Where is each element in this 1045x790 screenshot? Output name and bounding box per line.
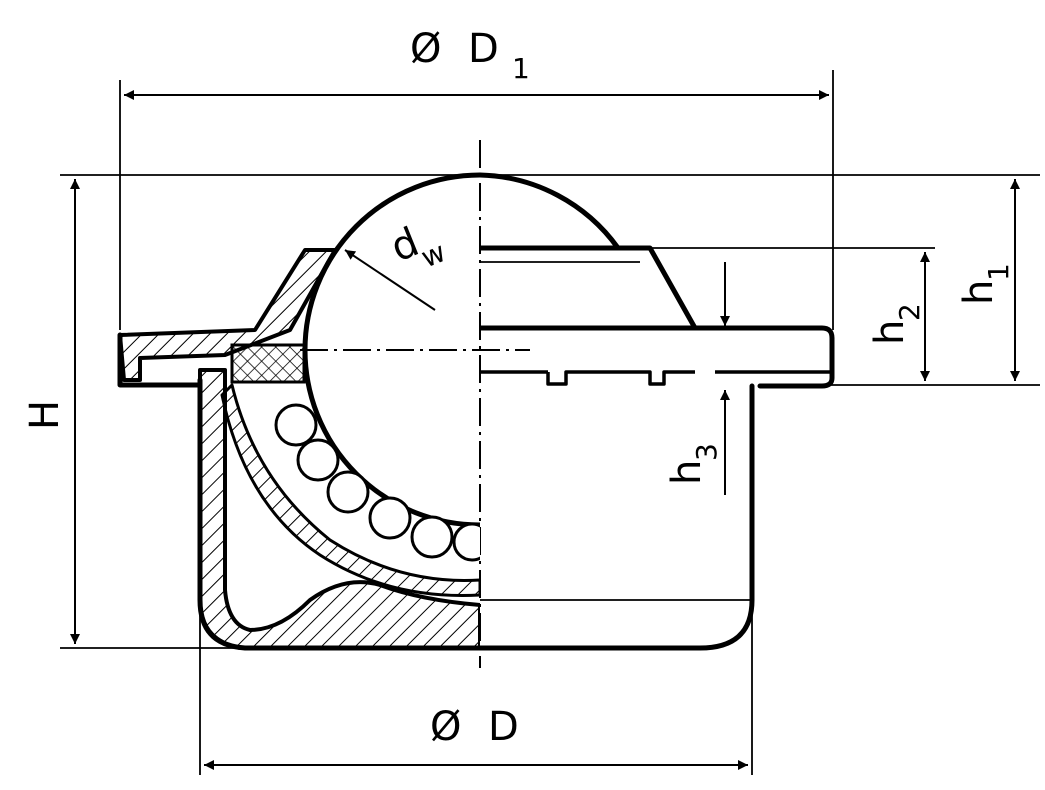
label-h2-sub: 2	[893, 303, 926, 321]
label-h3: h 3	[664, 443, 723, 485]
label-H: H	[22, 400, 68, 430]
label-h1-sub: 1	[982, 263, 1015, 281]
label-h3-sub: 3	[690, 443, 723, 461]
label-D1-sub: 1	[512, 52, 530, 85]
cap-section	[118, 248, 337, 382]
label-D1: Ø D 1	[410, 26, 530, 85]
label-h1-main: h	[956, 280, 1002, 305]
ball-seat-section	[220, 383, 480, 597]
label-dw: d w	[385, 219, 451, 274]
label-h3-main: h	[664, 460, 710, 485]
ball-outline-right	[480, 172, 621, 251]
label-dw-sub: w	[417, 235, 451, 274]
dim-line-dw	[344, 249, 436, 311]
label-h1: h 1	[956, 263, 1015, 305]
exterior-view	[480, 172, 835, 651]
label-D1-symbol: Ø	[410, 26, 441, 72]
label-D1-main: D	[468, 26, 499, 72]
label-h2: h 2	[867, 303, 926, 345]
seal-ring	[230, 343, 306, 384]
support-balls	[274, 403, 480, 562]
dimension-lines	[70, 90, 1020, 770]
label-D-symbol: Ø	[430, 704, 461, 750]
label-D: Ø D	[430, 704, 519, 750]
label-D-main: D	[488, 704, 519, 750]
label-h2-main: h	[867, 320, 913, 345]
section-view	[117, 172, 480, 651]
